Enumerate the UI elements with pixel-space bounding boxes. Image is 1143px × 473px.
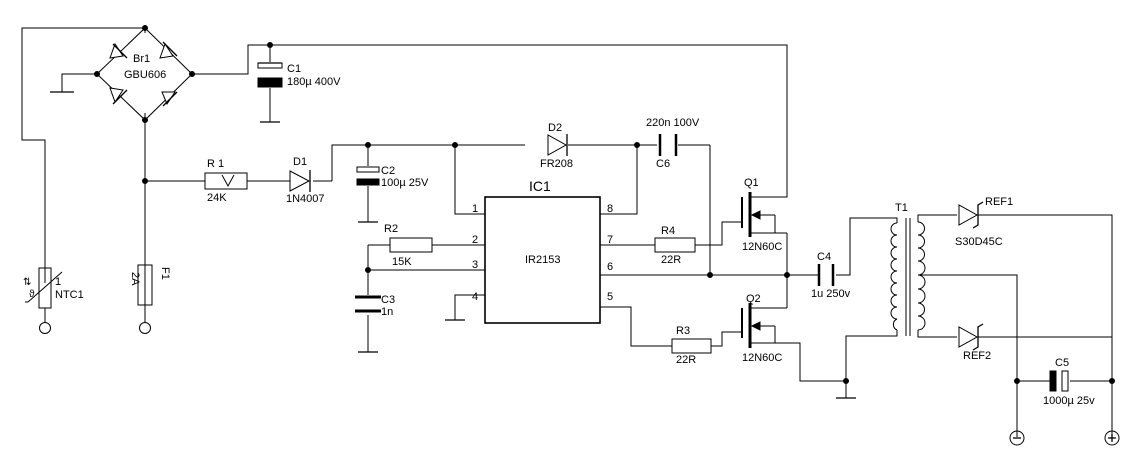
- r2-ref: R2: [384, 223, 398, 235]
- r3-value: 22R: [676, 354, 696, 366]
- ic1-pin-8: 8: [607, 203, 613, 215]
- c4-value: 1u 250v: [811, 288, 851, 300]
- ic1-pin-3: 3: [472, 259, 478, 271]
- resistor-r2: R2 15K: [384, 223, 433, 268]
- diode-ref2: REF2: [958, 323, 991, 362]
- r1-ref: R 1: [207, 158, 224, 170]
- junction-dots: [142, 42, 1115, 384]
- q2-ref: Q2: [746, 293, 761, 305]
- capacitor-c4: C4 1u 250v: [811, 251, 851, 300]
- c4-ref: C4: [817, 251, 831, 263]
- ref2-ref: REF2: [963, 350, 991, 362]
- r1-value: 24K: [207, 192, 227, 204]
- q1-ref: Q1: [744, 177, 759, 189]
- c1-value: 180µ 400V: [287, 76, 341, 88]
- ic1-value: IR2153: [525, 254, 560, 266]
- f1-ref: F1: [159, 267, 171, 280]
- r3-ref: R3: [676, 325, 690, 337]
- c2-ref: C2: [381, 165, 395, 177]
- q2-value: 12N60C: [742, 352, 782, 364]
- capacitor-c2: C2 100µ 25V: [356, 165, 429, 189]
- c3-ref: C3: [381, 294, 395, 306]
- c6-value: 220n 100V: [646, 117, 700, 129]
- capacitor-c6: 220n 100V C6: [646, 117, 700, 170]
- diode-ref1: REF1 S30D45C: [955, 196, 1013, 248]
- bridge-ref: Br1: [133, 53, 150, 65]
- d2-ref: D2: [548, 122, 562, 134]
- fuse-f1: 2A F1: [129, 264, 171, 334]
- bridge-rectifier: Br1 GBU606: [94, 25, 195, 123]
- positive-terminal-icon: [1104, 430, 1120, 446]
- c1-ref: C1: [287, 63, 301, 75]
- ic1-pin-7: 7: [607, 234, 613, 246]
- c3-value: 1n: [381, 306, 393, 318]
- ic1-pin-4: 4: [472, 291, 478, 303]
- resistor-r4: R4 22R: [654, 225, 696, 266]
- resistor-r3: R3 22R: [671, 325, 712, 366]
- ref1-ref: REF1: [985, 196, 1013, 208]
- r4-ref: R4: [661, 225, 675, 237]
- ic1-pin-1: 1: [472, 203, 478, 215]
- q1-value: 12N60C: [742, 241, 782, 253]
- f1-value: 2A: [129, 272, 141, 286]
- ic1-pin-5: 5: [607, 291, 613, 303]
- thermistor-ntc1: ⇅ ϑ 1 NTC1: [23, 267, 84, 334]
- ground-symbols: [50, 91, 856, 399]
- ntc-theta: ϑ: [29, 289, 35, 300]
- c5-value: 1000µ 25v: [1043, 395, 1095, 407]
- d1-value: 1N4007: [286, 193, 325, 205]
- resistor-r1: R 1 24K: [204, 158, 248, 204]
- d2-value: FR208: [540, 158, 573, 170]
- diode-d1: D1 1N4007: [286, 156, 325, 205]
- c5-ref: C5: [1055, 357, 1069, 369]
- c2-value: 100µ 25V: [381, 177, 429, 189]
- capacitor-c1: C1 180µ 400V: [257, 62, 341, 88]
- mosfet-q2: Q2 12N60C: [741, 293, 782, 364]
- ic1-ref: IC1: [529, 178, 551, 194]
- d1-ref: D1: [293, 156, 307, 168]
- diode-d2: D2 FR208: [540, 122, 573, 170]
- r4-value: 22R: [661, 254, 681, 266]
- transformer-t1: T1: [890, 202, 926, 336]
- bridge-value: GBU606: [124, 69, 166, 81]
- capacitor-c5: C5 1000µ 25v: [1043, 357, 1095, 407]
- negative-terminal-icon: [1009, 430, 1025, 446]
- ntc1-ref: NTC1: [55, 289, 84, 301]
- ic1-pin-6: 6: [607, 261, 613, 273]
- ic1-pin-2: 2: [472, 234, 478, 246]
- t1-ref: T1: [895, 202, 908, 214]
- mosfet-q1: Q1 12N60C: [741, 177, 782, 253]
- r2-value: 15K: [392, 256, 412, 268]
- ntc-temp-arrows: ⇅: [23, 277, 31, 288]
- c6-ref: C6: [656, 158, 670, 170]
- ntc1-value: 1: [55, 276, 61, 288]
- capacitor-c3: C3 1n: [355, 294, 395, 318]
- output-terminals: [1009, 430, 1120, 446]
- ref1-value: S30D45C: [955, 236, 1003, 248]
- ic-ir2153: IC1 IR2153 1 2 3 4 5 6 7 8: [472, 178, 613, 324]
